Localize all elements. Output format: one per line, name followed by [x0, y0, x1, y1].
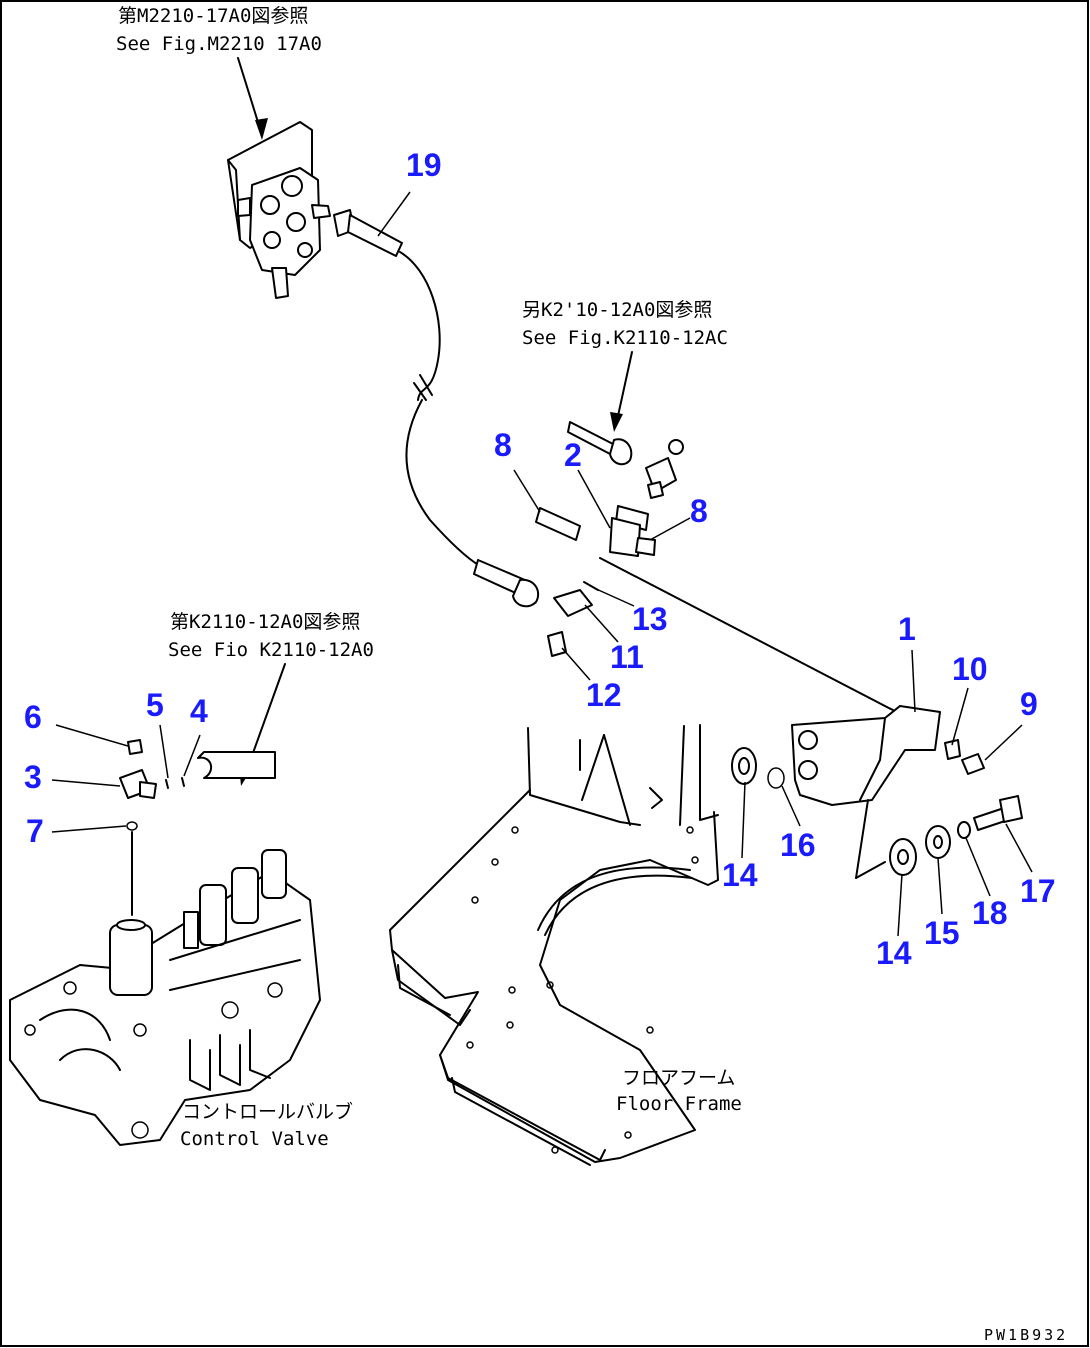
- callout-18: 18: [972, 895, 1008, 931]
- callout-6: 6: [24, 699, 42, 735]
- callout-13: 13: [632, 601, 668, 637]
- floor-frame-label-jp: フロアフーム: [622, 1067, 735, 1089]
- ref-left-en: See Fio K2110-12A0: [168, 639, 374, 661]
- callout-14-upper: 14: [722, 857, 758, 893]
- callout-1: 1: [898, 611, 916, 647]
- callout-10: 10: [952, 651, 988, 687]
- callout-19: 19: [406, 147, 442, 183]
- callout-11: 11: [610, 639, 644, 675]
- pilot-valve-assembly: [227, 121, 331, 299]
- ref-top-en: See Fig.M2210 17A0: [116, 33, 322, 55]
- hose-19: [333, 209, 540, 608]
- leader-lines: [51, 191, 1033, 937]
- floor-frame: [389, 724, 719, 1166]
- callout-8-right: 8: [690, 493, 708, 529]
- ref-mid-jp: 另K2'10-12A0図参照: [522, 299, 712, 321]
- control-valve-label-jp: コントロールバルブ: [182, 1100, 353, 1123]
- tee-fitting-group: [119, 739, 276, 916]
- callout-12: 12: [586, 677, 622, 713]
- callout-2: 2: [564, 437, 582, 473]
- callout-15: 15: [924, 915, 960, 951]
- control-valve-label-en: Control Valve: [180, 1128, 329, 1150]
- callout-5: 5: [146, 687, 164, 723]
- ref-top-jp: 第M2210-17A0図参照: [118, 5, 308, 27]
- floor-frame-label-en: Floor Frame: [616, 1093, 742, 1115]
- middle-fittings: [535, 421, 913, 721]
- hardware-right: [731, 739, 1023, 876]
- callout-3: 3: [24, 759, 42, 795]
- callout-9: 9: [1020, 686, 1038, 722]
- callout-numbers: 19 8 2 8 13 11 12 1 10 9 5 4 6 3 7 14 16…: [24, 147, 1056, 971]
- callout-14-lower: 14: [876, 935, 912, 971]
- callout-8-left: 8: [494, 427, 512, 463]
- callout-4: 4: [190, 693, 208, 729]
- drawing-id: PW1B932: [984, 1326, 1068, 1344]
- ref-mid-en: See Fig.K2110-12AC: [522, 327, 728, 349]
- bracket-1: [791, 705, 941, 879]
- control-valve: [9, 849, 321, 1146]
- ref-left-jp: 第K2110-12A0図参照: [170, 611, 360, 633]
- callout-7: 7: [26, 813, 44, 849]
- callout-16: 16: [780, 827, 816, 863]
- callout-17: 17: [1020, 873, 1056, 909]
